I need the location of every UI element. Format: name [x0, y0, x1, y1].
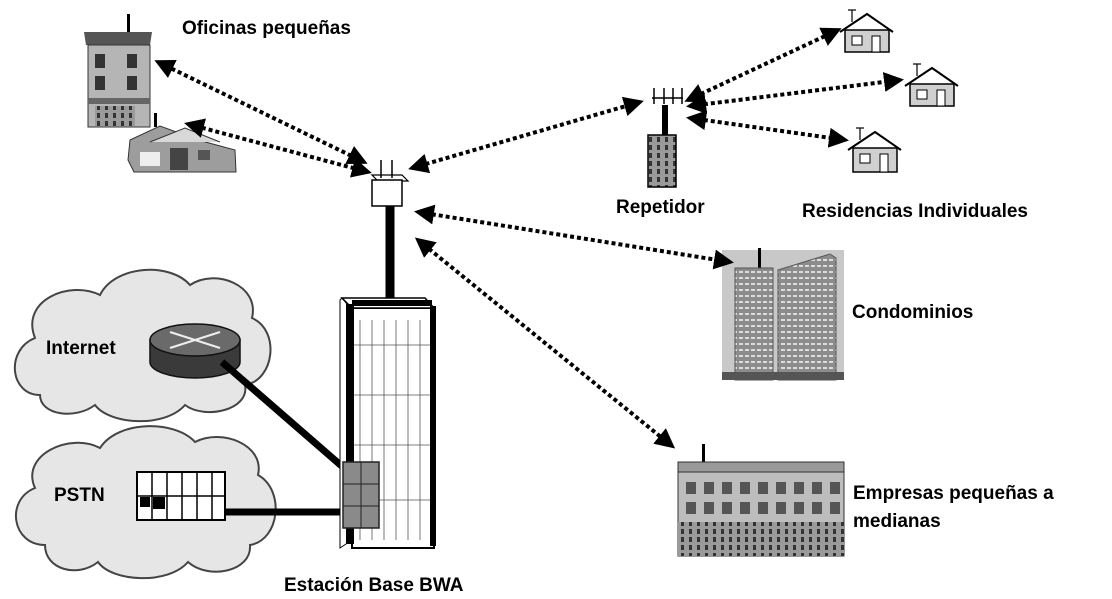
pstn-switch-icon	[136, 471, 226, 521]
residence-house-icon	[839, 9, 894, 53]
wireless-links	[154, 27, 904, 449]
base-station-rack-icon	[339, 297, 436, 549]
label-small-offices: Oficinas pequeñas	[182, 18, 351, 39]
label-individual-residences: Residencias Individuales	[802, 201, 1028, 222]
sme-building-icon	[677, 444, 845, 557]
link-base-repeater	[408, 96, 644, 174]
link-base-sme	[414, 237, 676, 449]
link-repeater-house2	[686, 72, 904, 114]
label-condominiums: Condominios	[852, 302, 974, 323]
condominium-buildings-icon	[722, 248, 844, 381]
label-pstn: PSTN	[54, 485, 105, 506]
repeater-tower-icon	[647, 88, 683, 188]
label-sme-line2: medianas	[853, 511, 941, 532]
label-sme-line1: Empresas pequeñas a	[853, 483, 1054, 504]
base-antenna-icon	[370, 160, 410, 207]
link-repeater-house3	[686, 110, 849, 148]
wired-links	[219, 205, 395, 516]
label-base-station: Estación Base BWA	[284, 575, 464, 596]
internet-cloud	[13, 268, 272, 423]
link-base-condominiums	[414, 204, 734, 270]
label-internet: Internet	[46, 338, 116, 359]
residence-house-icon	[847, 127, 902, 173]
townhouse-icon	[84, 14, 152, 128]
link-base-house	[184, 118, 372, 178]
residence-house-icon	[904, 63, 959, 107]
router-icon	[149, 323, 241, 379]
label-repeater: Repetidor	[616, 197, 705, 218]
